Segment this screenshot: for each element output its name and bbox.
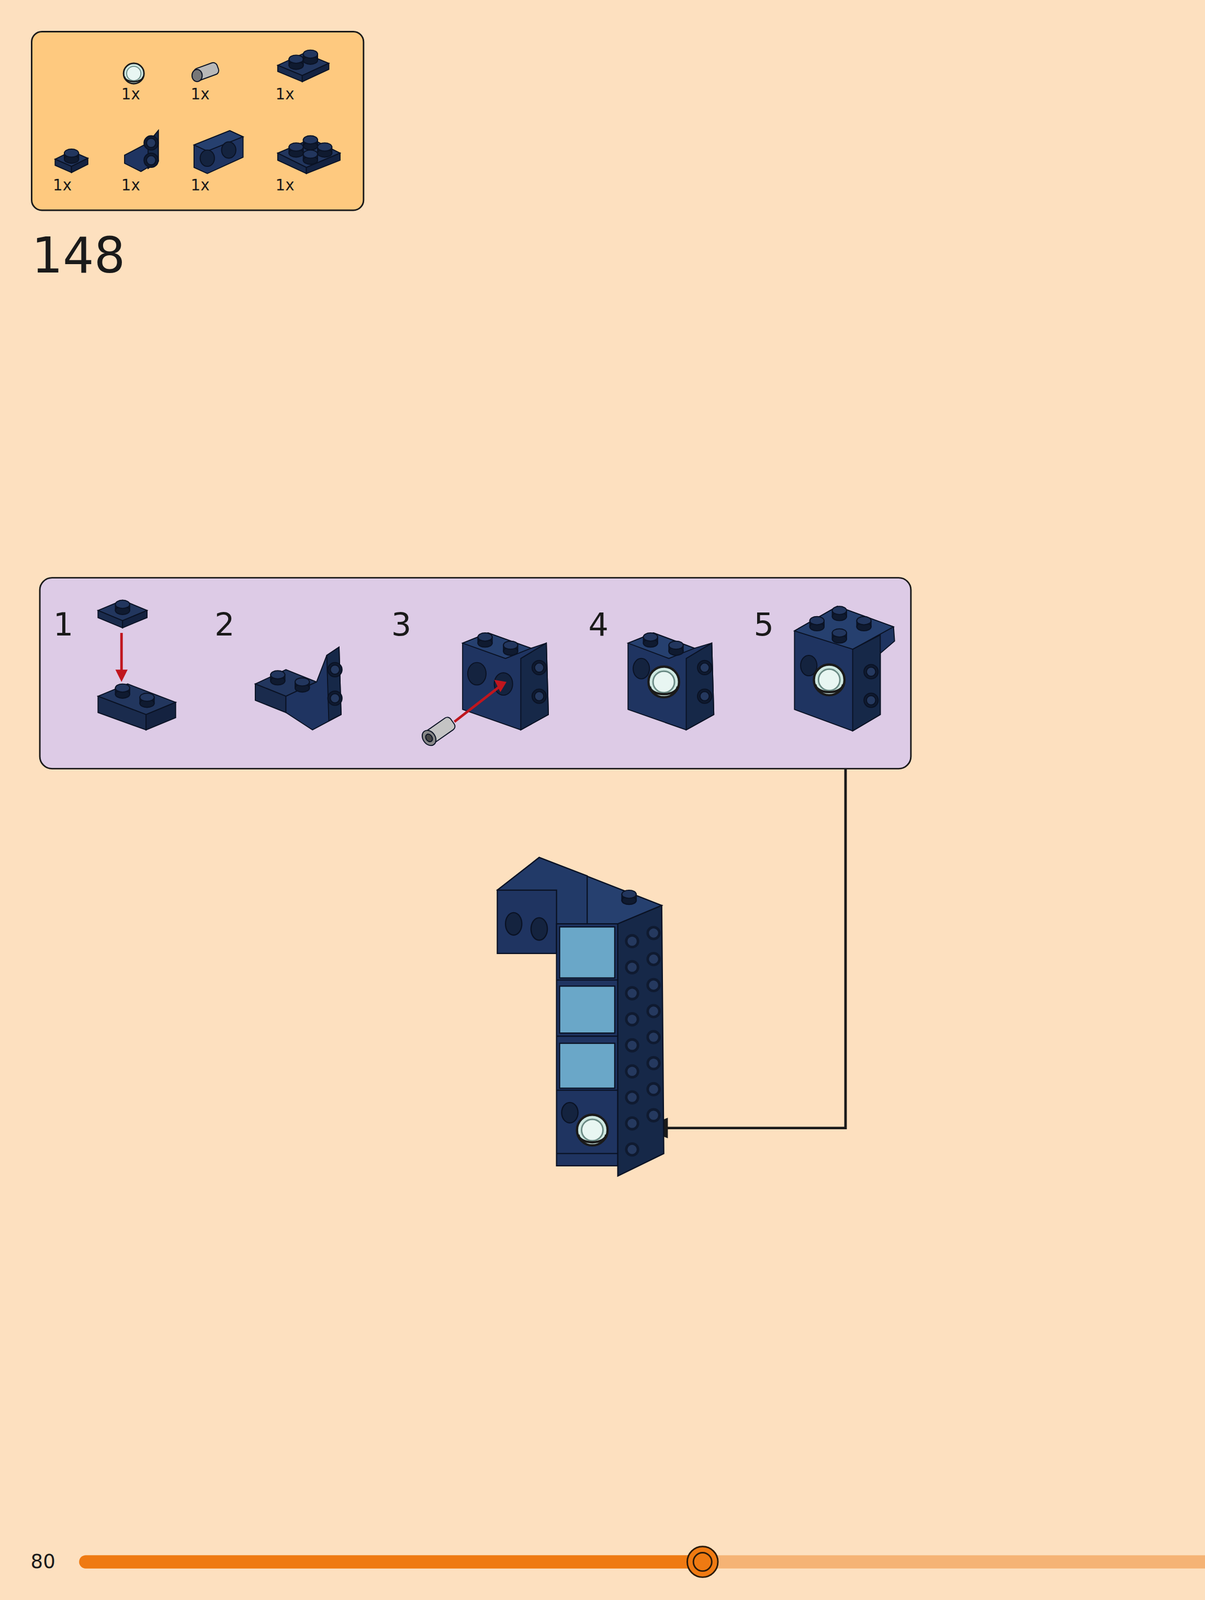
- quantity-label: 1x: [275, 87, 295, 103]
- substep-number: 4: [588, 609, 609, 641]
- quantity-label: 1x: [190, 178, 210, 194]
- substep-number: 3: [391, 609, 412, 641]
- quantity-label: 1x: [275, 178, 295, 194]
- step-number: 148: [31, 230, 126, 280]
- quantity-label: 1x: [121, 178, 141, 194]
- quantity-label: 1x: [52, 178, 72, 194]
- parts-panel: 1x 1x 1x 1x 1x 1x 1x: [31, 31, 364, 211]
- substep-panel: 1 2 3 4 5: [39, 578, 911, 770]
- quantity-label: 1x: [190, 87, 210, 103]
- quantity-label: 1x: [121, 87, 141, 103]
- substep-number: 2: [214, 609, 235, 641]
- substep-number: 5: [753, 609, 775, 641]
- page-number: 80: [30, 1552, 56, 1572]
- substep-number: 1: [53, 609, 74, 641]
